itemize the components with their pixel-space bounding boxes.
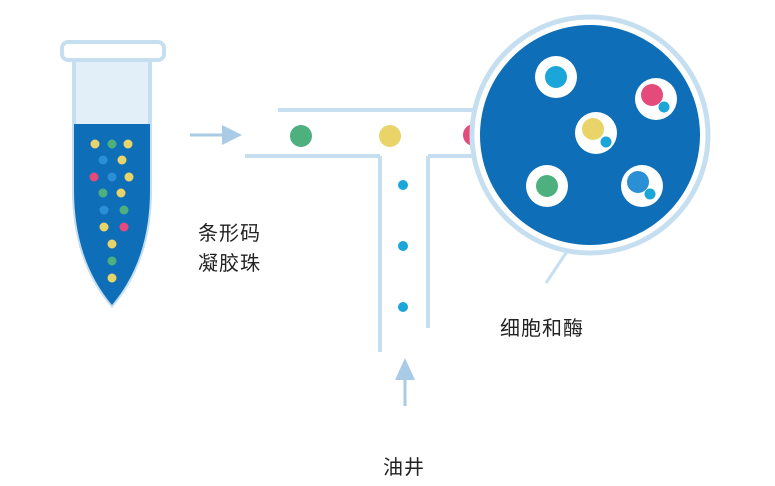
arrow-up-icon (395, 358, 415, 406)
droplet-magnification (469, 14, 711, 256)
tube-beads (89, 139, 134, 283)
encapsulated-droplet (535, 56, 577, 98)
encapsulated-droplet (635, 78, 677, 120)
test-tube-icon (60, 40, 166, 309)
channel-cells (398, 180, 408, 312)
oil-well-label: 油井 (383, 455, 425, 479)
encapsulated-droplet (621, 165, 663, 207)
cells-enzymes-label: 细胞和酶 (500, 316, 584, 340)
barcode-beads-line1: 条形码 (198, 221, 261, 245)
encapsulated-droplet (526, 165, 568, 207)
arrow-right-icon (190, 125, 242, 145)
channel-walls (245, 108, 488, 352)
channel-beads (290, 124, 496, 152)
barcode-gel-beads-label: 条形码 凝胶珠 (198, 218, 261, 278)
leader-line (544, 249, 570, 284)
tube-liquid (74, 124, 150, 305)
encapsulated-droplet (575, 112, 617, 154)
barcode-beads-line2: 凝胶珠 (198, 251, 261, 275)
